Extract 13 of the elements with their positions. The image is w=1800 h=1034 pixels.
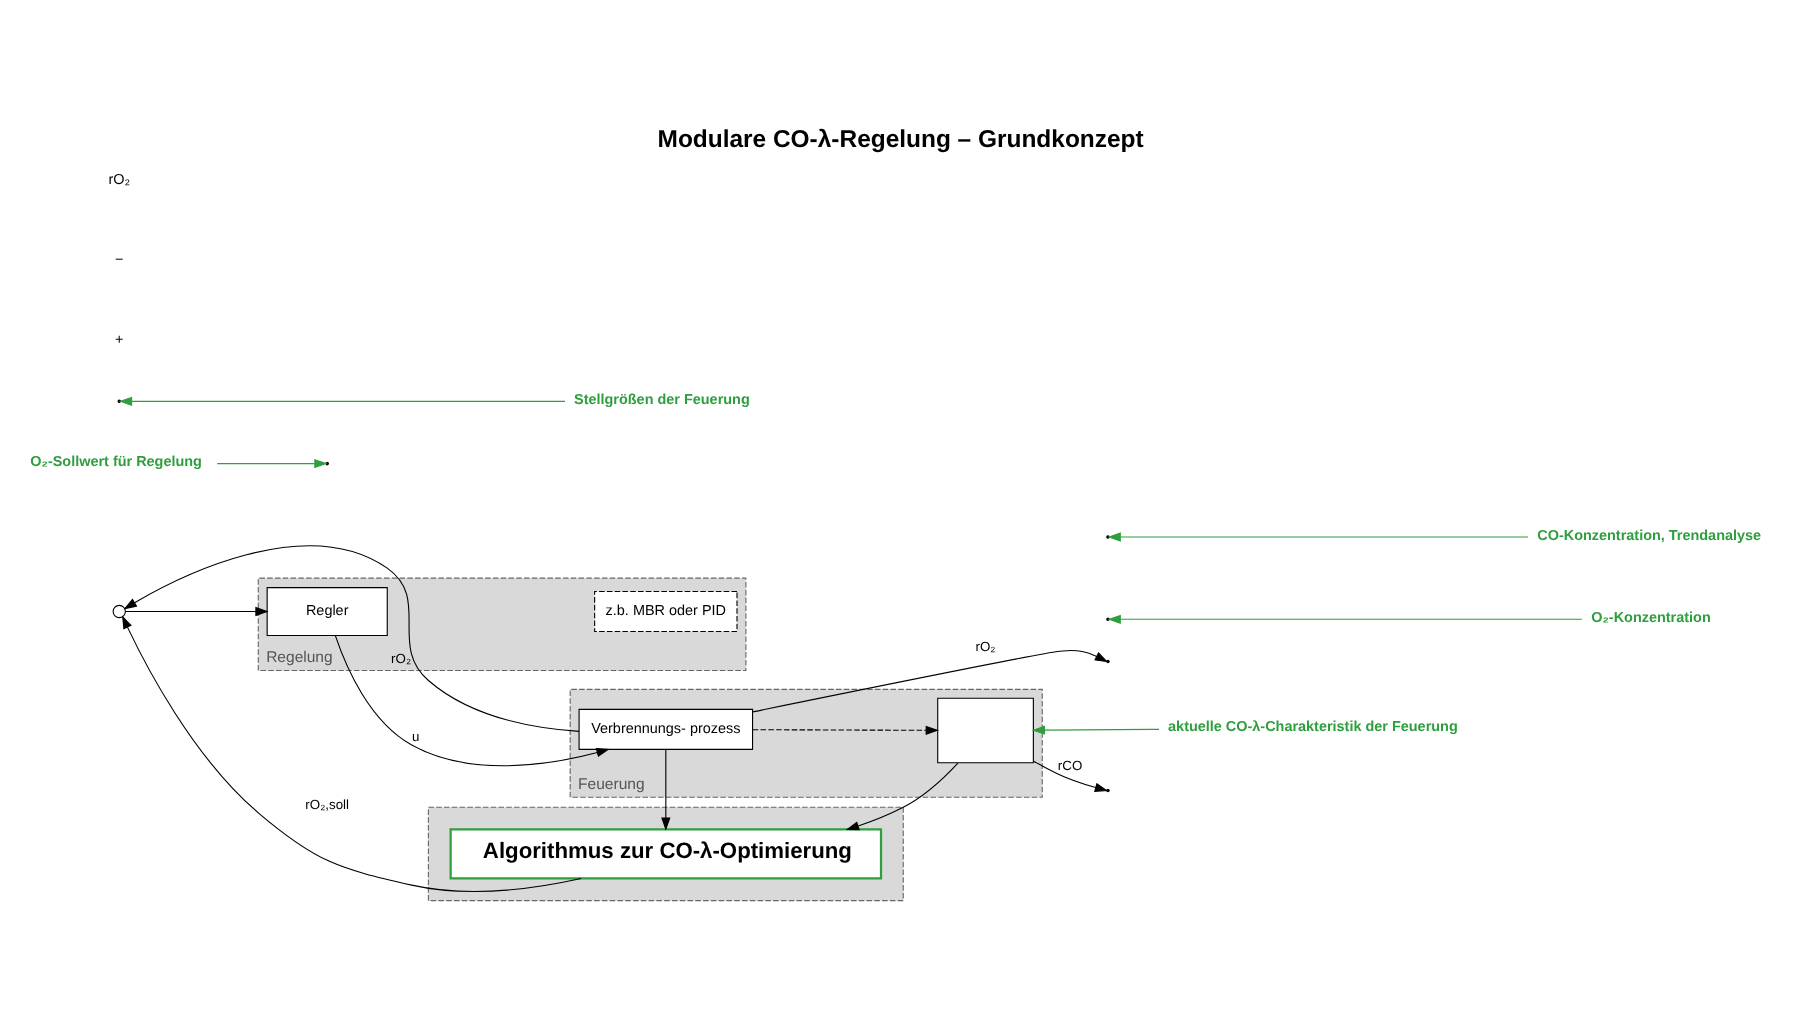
node-circle (112, 604, 126, 619)
arrow (124, 606, 269, 617)
arrow (123, 545, 580, 732)
arrow (1107, 532, 1529, 542)
arrow (752, 725, 939, 735)
diagram-title: Modulare CO-λ-Regelung – Grundkonzept (657, 125, 1144, 154)
arrow (1031, 725, 1160, 735)
arrow (661, 749, 671, 831)
node-box (937, 697, 1034, 764)
arrow (845, 762, 959, 831)
arrow (334, 635, 610, 767)
cluster (427, 806, 904, 902)
node-box: Algorithmus zur CO-λ-Optimierung (449, 828, 883, 880)
